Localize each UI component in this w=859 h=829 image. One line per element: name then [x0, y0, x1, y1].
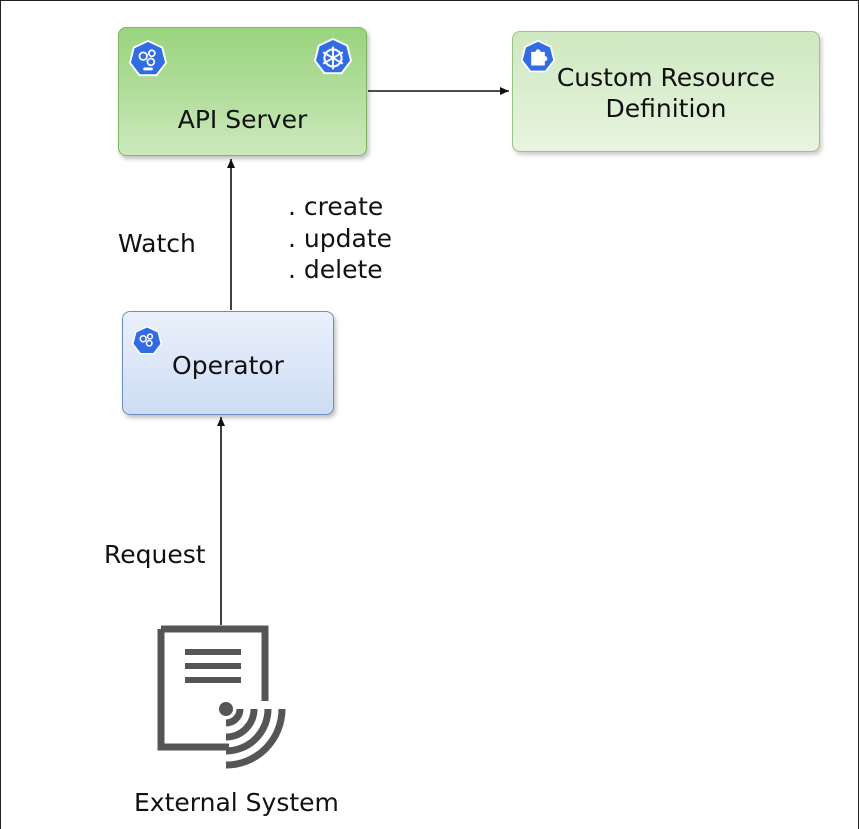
verb-delete: . delete — [288, 255, 383, 284]
kubernetes-helm-wheel-icon — [314, 38, 352, 75]
kubernetes-api-icon — [129, 40, 167, 77]
puzzle-crd-icon — [521, 40, 555, 73]
api-server-label: API Server — [177, 105, 308, 134]
verb-list: . create . update . delete — [288, 191, 392, 286]
crd-label-line-2: Definition — [605, 94, 727, 123]
external-system-label: External System — [134, 788, 339, 817]
document-with-wireless-signal-icon[interactable] — [157, 625, 289, 769]
verb-update: . update — [288, 223, 392, 253]
crd-label-line-1: Custom Resource — [556, 63, 776, 92]
crd-node[interactable]: Custom Resource Definition — [512, 31, 820, 152]
verb-create: . create — [288, 192, 384, 221]
crd-label: Custom Resource Definition — [513, 62, 819, 124]
kubernetes-operator-icon — [132, 326, 162, 355]
request-label: Request — [104, 540, 206, 569]
operator-label: Operator — [172, 351, 284, 380]
operator-node[interactable]: Operator — [122, 311, 334, 415]
api-server-node[interactable]: API Server — [118, 27, 367, 156]
watch-label: Watch — [118, 229, 196, 258]
